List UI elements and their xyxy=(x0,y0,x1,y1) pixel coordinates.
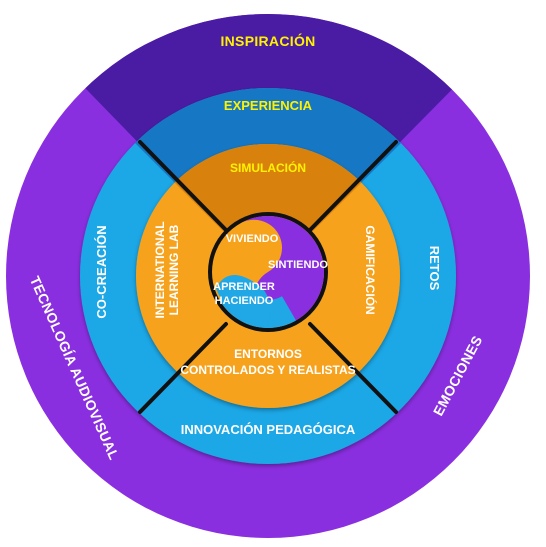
label-simulacion: SIMULACIÓN xyxy=(230,160,306,175)
label-innovacion-pedagogica: INNOVACIÓN PEDAGÓGICA xyxy=(181,422,356,437)
divider-lines xyxy=(138,140,398,414)
label-viviendo: VIVIENDO xyxy=(226,233,279,245)
label-sintiendo: SINTIENDO xyxy=(268,259,328,271)
label-international: INTERNATIONAL xyxy=(153,221,167,318)
label-entornos: ENTORNOS xyxy=(234,347,302,361)
divider-bottom-left xyxy=(138,322,228,414)
divider-bottom-right xyxy=(308,322,398,414)
label-learning-lab: LEARNING LAB xyxy=(167,224,181,315)
core-blue-fill xyxy=(216,275,270,326)
label-gamificacion: GAMIFICACIÓN xyxy=(363,225,378,314)
divider-top-right xyxy=(308,140,398,232)
label-international-learning-lab: INTERNATIONAL LEARNING LAB xyxy=(153,221,181,318)
label-aprender: APRENDER xyxy=(213,281,275,293)
label-co-creacion: CO-CREACIÓN xyxy=(94,225,109,318)
label-experiencia: EXPERIENCIA xyxy=(224,98,313,113)
label-retos: RETOS xyxy=(427,246,442,291)
label-inspiracion: INSPIRACIÓN xyxy=(220,32,315,49)
label-controlados-y-realistas: CONTROLADOS Y REALISTAS xyxy=(180,363,355,377)
core-circle xyxy=(208,212,328,332)
divider-top-left xyxy=(138,140,228,232)
outer-nub-bottom xyxy=(248,454,288,494)
outer-nub-top xyxy=(248,52,288,92)
label-haciendo: HACIENDO xyxy=(215,295,274,307)
